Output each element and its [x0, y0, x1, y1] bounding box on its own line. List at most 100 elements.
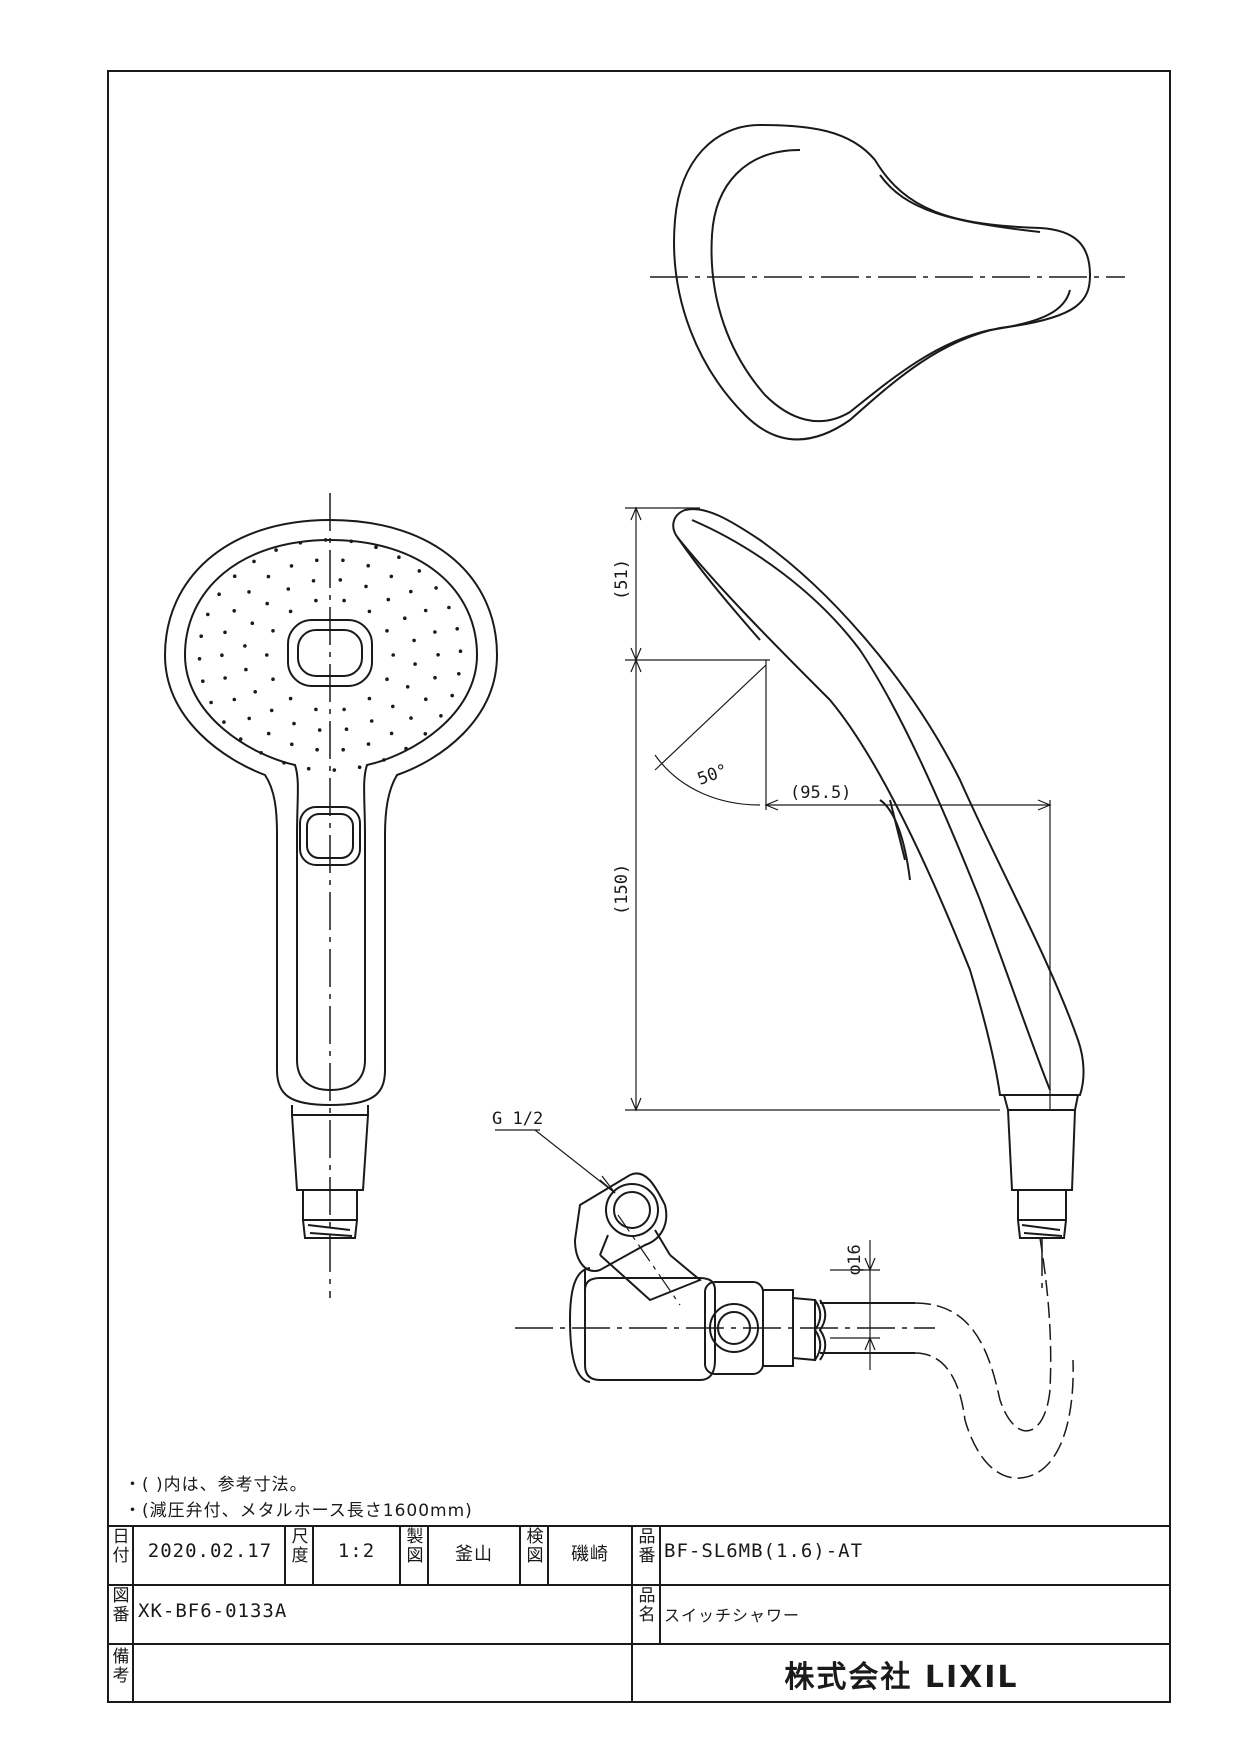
- nozzle-hole: [413, 662, 417, 666]
- nozzle-hole: [436, 653, 440, 657]
- nozzle-hole: [341, 747, 346, 752]
- checked-by-value: 磯崎: [571, 1544, 609, 1565]
- date-label: 日付: [112, 1527, 130, 1566]
- nozzle-hole: [222, 720, 226, 724]
- drawing-number-value: XK-BF6-0133A: [138, 1600, 288, 1622]
- nozzle-hole: [391, 653, 396, 657]
- nozzle-holes: [197, 538, 463, 772]
- nozzle-hole: [288, 696, 293, 701]
- nozzle-hole: [374, 545, 378, 549]
- nozzle-hole: [271, 677, 275, 681]
- nozzle-hole: [220, 653, 224, 657]
- nozzle-hole: [317, 728, 322, 732]
- nozzle-hole: [252, 559, 256, 564]
- nozzle-hole: [259, 751, 263, 755]
- nozzle-hole: [197, 657, 202, 661]
- nozzle-hole: [409, 716, 413, 720]
- part-name-value: スイッチシャワー: [664, 1606, 801, 1625]
- nozzle-hole: [323, 538, 328, 542]
- nozzle-hole: [247, 590, 251, 594]
- scale-value: 1:2: [337, 1540, 376, 1562]
- nozzle-hole: [357, 765, 362, 769]
- dim-16-text: φ16: [845, 1244, 865, 1275]
- nozzle-hole: [391, 704, 395, 709]
- nozzle-hole: [386, 597, 391, 602]
- nozzle-hole: [247, 716, 251, 721]
- nozzle-hole: [265, 601, 270, 606]
- dim-150-text: (150): [612, 864, 632, 915]
- nozzle-hole: [404, 746, 408, 751]
- nozzle-hole: [314, 598, 318, 603]
- nozzle-hole: [266, 574, 271, 579]
- nozzle-hole: [282, 761, 286, 765]
- nozzle-hole: [405, 685, 410, 689]
- nozzle-hole: [288, 609, 293, 614]
- nozzle-hole: [289, 564, 294, 568]
- nozzle-hole: [417, 569, 422, 573]
- drawing-border: [107, 70, 1171, 1703]
- nozzle-hole: [433, 630, 437, 634]
- nozzle-hole: [389, 574, 394, 579]
- drawing-no-label: 図番: [112, 1586, 130, 1625]
- nozzle-hole: [217, 592, 221, 596]
- nozzle-hole: [206, 612, 210, 617]
- nozzle-hole: [250, 621, 255, 625]
- part-no-label: 品番: [638, 1527, 656, 1566]
- nozzle-hole: [366, 563, 371, 568]
- thread-g12-text: G 1/2: [492, 1109, 543, 1129]
- nozzle-hole: [274, 548, 278, 552]
- angle-50-text: 50°: [695, 760, 731, 789]
- nozzle-hole: [385, 629, 389, 633]
- nozzle-hole: [338, 578, 343, 582]
- nozzle-hole: [364, 584, 368, 589]
- nozzle-hole: [403, 616, 407, 620]
- nozzle-hole: [423, 732, 428, 736]
- nozzle-hole: [269, 708, 274, 713]
- nozzle-hole: [397, 555, 401, 559]
- nozzle-hole: [450, 693, 455, 698]
- nozzle-hole: [367, 696, 372, 701]
- nozzle-hole: [409, 589, 413, 594]
- nozzle-hole: [332, 768, 337, 772]
- nozzle-hole: [232, 609, 236, 613]
- nozzle-hole: [223, 676, 227, 680]
- drawn-label: 製図: [406, 1527, 424, 1566]
- nozzle-hole: [367, 609, 372, 614]
- title-block-grid: [107, 1525, 1171, 1703]
- nozzle-hole: [389, 731, 394, 736]
- nozzle-hole: [292, 721, 296, 726]
- nozzle-hole: [311, 579, 316, 583]
- nozzle-hole: [447, 605, 451, 610]
- nozzle-hole: [315, 558, 319, 563]
- nozzle-hole: [439, 714, 443, 718]
- nozzle-hole: [382, 758, 386, 762]
- nozzle-hole: [238, 737, 243, 741]
- front-view-shower-head: [163, 493, 499, 1298]
- nozzle-hole: [243, 644, 247, 648]
- nozzle-hole: [253, 690, 257, 694]
- remarks-label: 備考: [112, 1647, 130, 1686]
- pressure-reducing-valve: [515, 1172, 935, 1383]
- nozzle-hole: [434, 586, 438, 590]
- date-value: 2020.02.17: [147, 1540, 273, 1562]
- nozzle-hole: [457, 672, 461, 676]
- nozzle-hole: [455, 627, 460, 631]
- nozzle-hole: [344, 727, 349, 731]
- nozzle-hole: [424, 697, 428, 701]
- nozzle-hole: [201, 679, 205, 683]
- dim-95-text: (95.5): [790, 783, 851, 803]
- nozzle-hole: [298, 541, 303, 545]
- part-name-label: 品名: [638, 1586, 656, 1625]
- nozzle-hole: [423, 608, 428, 613]
- nozzle-hole: [315, 747, 319, 752]
- nozzle-hole: [369, 719, 374, 723]
- nozzle-hole: [244, 667, 248, 672]
- nozzle-hole: [232, 574, 237, 578]
- nozzle-hole: [458, 649, 463, 653]
- dim-51-text: (51): [612, 559, 632, 600]
- nozzle-hole: [209, 700, 213, 705]
- nozzle-hole: [412, 638, 416, 643]
- checked-label: 検図: [526, 1527, 544, 1566]
- note-reference-dimensions: ・( )内は、参考寸法。: [124, 1475, 308, 1495]
